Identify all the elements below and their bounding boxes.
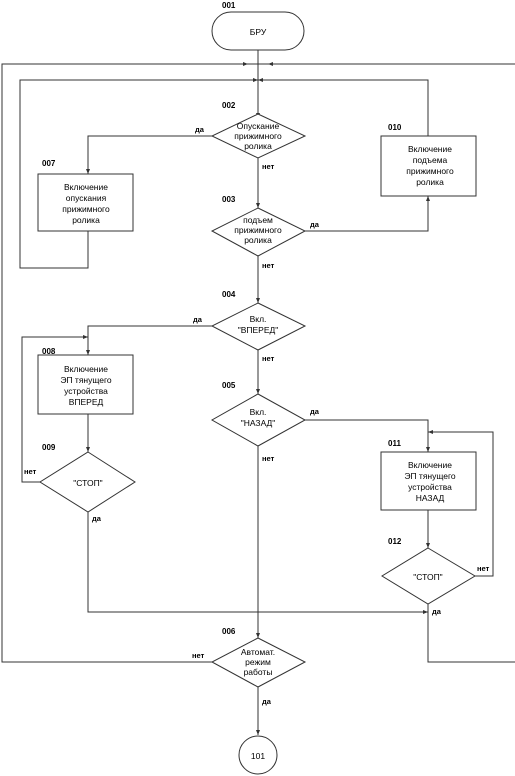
block-text: устройства (64, 386, 108, 396)
no-label: нет (192, 651, 205, 660)
block-text: опускания (66, 193, 107, 203)
block-text: ролика (416, 177, 444, 187)
block-number: 011 (388, 439, 401, 448)
block-text: устройства (408, 482, 452, 492)
terminator-shape (211, 11, 305, 51)
no-label: нет (262, 261, 275, 270)
block-text: работы (244, 667, 273, 677)
block-number: 001 (222, 1, 236, 10)
block-number: 007 (42, 159, 56, 168)
block-text: Включение (64, 364, 108, 374)
block-text: ЭП тянущего (404, 471, 456, 481)
block-text: подъем (243, 215, 273, 225)
block-text: ролика (244, 235, 272, 245)
decision-shape (210, 302, 307, 351)
block-text: Опускание (237, 121, 280, 131)
process-shape (37, 354, 134, 415)
decision-shape (39, 451, 136, 513)
process-shape (37, 173, 134, 232)
block-text: "ВПЕРЕД" (238, 325, 279, 335)
yes-label: да (310, 407, 320, 416)
block-number: 006 (222, 627, 236, 636)
decision-shape (381, 547, 476, 605)
no-label: нет (477, 564, 490, 573)
yes-label: да (193, 315, 203, 324)
decision-shape (210, 393, 307, 447)
block-text: "СТОП" (413, 572, 442, 582)
block-101: 101 (238, 735, 278, 775)
no-label: нет (262, 454, 275, 463)
block-text: Автомат. (241, 647, 275, 657)
block-003: 003 подъем прижимного ролика да нет (210, 195, 320, 270)
yes-label: да (92, 514, 102, 523)
block-text: Включение (408, 460, 452, 470)
block-number: 008 (42, 347, 56, 356)
block-text: БРУ (250, 27, 267, 37)
connectors (1, 50, 515, 735)
block-text: прижимного (62, 204, 110, 214)
decision-shape (210, 113, 307, 159)
block-text: Вкл. (250, 407, 267, 417)
block-006: 006 Автомат. режим работы нет да (192, 627, 307, 706)
connector-circle (238, 735, 278, 775)
block-text: ВПЕРЕД (69, 397, 104, 407)
block-number: 010 (388, 123, 402, 132)
decision-shape (210, 207, 307, 257)
block-text: 101 (251, 751, 265, 761)
yes-label: да (195, 125, 205, 134)
block-text: Включение (64, 182, 108, 192)
block-text: Вкл. (250, 314, 267, 324)
block-number: 002 (222, 101, 236, 110)
block-text: прижимного (234, 131, 282, 141)
block-text: ролика (244, 141, 272, 151)
block-text: ролика (72, 215, 100, 225)
no-label: нет (262, 354, 275, 363)
block-text: "НАЗАД" (241, 418, 276, 428)
block-number: 012 (388, 537, 402, 546)
block-number: 004 (222, 290, 236, 299)
block-001: 001 БРУ (211, 1, 305, 51)
block-010: 010 Включение подъема прижимного ролика (380, 123, 477, 197)
yes-label: да (262, 697, 272, 706)
block-002: 002 Опускание прижимного ролика да нет (195, 101, 307, 171)
block-text: прижимного (234, 225, 282, 235)
block-text: НАЗАД (416, 493, 445, 503)
block-004: 004 Вкл. "ВПЕРЕД" да нет (193, 290, 307, 363)
block-number: 009 (42, 443, 56, 452)
yes-label: да (310, 220, 320, 229)
decision-shape (210, 637, 307, 688)
block-005: 005 Вкл. "НАЗАД" да нет (210, 381, 320, 463)
process-shape (380, 135, 477, 197)
block-text: Включение (408, 144, 452, 154)
block-text: режим (245, 657, 271, 667)
block-011: 011 Включение ЭП тянущего устройства НАЗ… (380, 439, 477, 511)
no-label: нет (24, 467, 37, 476)
process-shape (380, 451, 477, 511)
block-012: 012 "СТОП" нет да (381, 537, 490, 616)
no-label: нет (262, 162, 275, 171)
block-text: "СТОП" (73, 478, 102, 488)
block-number: 003 (222, 195, 236, 204)
block-009: 009 "СТОП" нет да (24, 443, 136, 523)
block-text: ЭП тянущего (60, 375, 112, 385)
block-007: 007 Включение опускания прижимного ролик… (37, 159, 134, 232)
block-text: подъема (413, 155, 448, 165)
block-text: прижимного (406, 166, 454, 176)
block-008: 008 Включение ЭП тянущего устройства ВПЕ… (37, 347, 134, 415)
yes-label: да (432, 607, 442, 616)
block-number: 005 (222, 381, 236, 390)
